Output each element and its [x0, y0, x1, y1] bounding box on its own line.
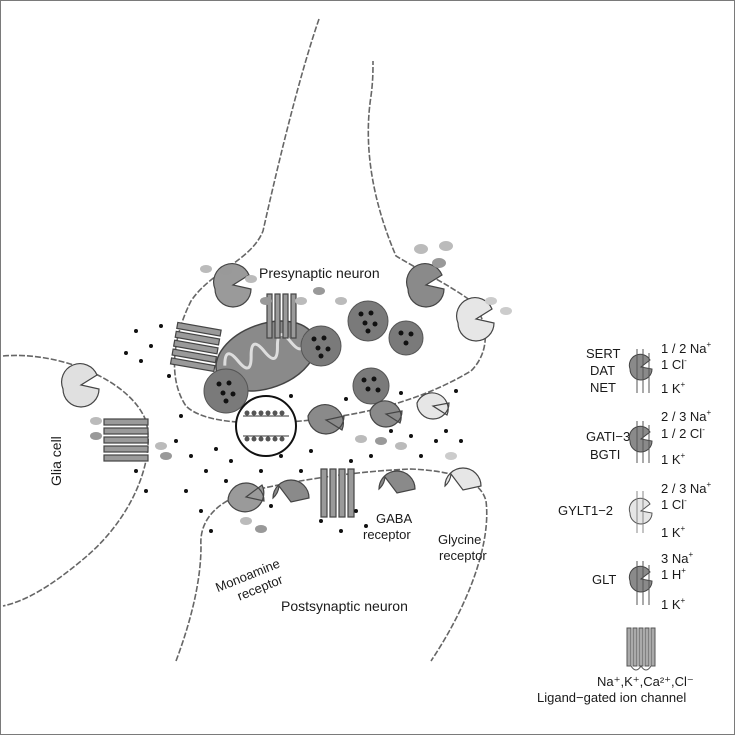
- svg-text:1 Cl-: 1 Cl-: [661, 496, 687, 512]
- legend-1-name-1: DAT: [590, 363, 615, 378]
- legend-1-ion-1: 1 Cl: [661, 357, 684, 372]
- svg-text:1 / 2 Cl-: 1 / 2 Cl-: [661, 425, 705, 441]
- legend-1-icon: [628, 353, 653, 381]
- legend-4-icon: [628, 565, 653, 593]
- legend-channel-ions: Na⁺,K⁺,Ca²⁺,Cl⁻: [597, 674, 694, 689]
- legend-channel: Na⁺,K⁺,Ca²⁺,Cl⁻ Ligand−gated ion channel: [537, 627, 694, 705]
- ion-channel-glia: [103, 418, 149, 462]
- label-glycine-2: receptor: [439, 548, 487, 563]
- ion-channel-presynaptic: [169, 293, 297, 373]
- cleft-dots: [124, 324, 463, 533]
- legend-2-ion-2: 1 K: [661, 452, 681, 467]
- legend-3-ion-0: 2 / 3 Na: [661, 481, 707, 496]
- legend-3-ion-2: 1 K: [661, 525, 681, 540]
- legend-1-name-2: NET: [590, 380, 616, 395]
- svg-text:3 Na+: 3 Na+: [661, 550, 693, 566]
- legend-3-name-0: GYLT1−2: [558, 503, 613, 518]
- legend-group-2: GATI−3 BGTI 2 / 3 Na+ 1 / 2 Cl- 1 K+: [586, 408, 712, 467]
- legend-group-3: GYLT1−2 2 / 3 Na+ 1 Cl- 1 K+: [558, 480, 712, 540]
- svg-text:1 K+: 1 K+: [661, 380, 686, 396]
- svg-text:1 K+: 1 K+: [661, 524, 686, 540]
- legend-4-ion-0: 3 Na: [661, 551, 689, 566]
- svg-text:2 / 3 Na+: 2 / 3 Na+: [661, 408, 712, 424]
- legend-group-4: GLT 3 Na+ 1 H+ 1 K+: [592, 550, 693, 612]
- vesicle-contents: [216, 310, 414, 404]
- svg-text:2 / 3 Na+: 2 / 3 Na+: [661, 480, 712, 496]
- legend-4-name-0: GLT: [592, 572, 616, 587]
- label-presynaptic: Presynaptic neuron: [259, 265, 380, 281]
- svg-text:1 K+: 1 K+: [661, 451, 686, 467]
- legend-4-ion-1: 1 H: [661, 567, 681, 582]
- legend-2-ion-0: 2 / 3 Na: [661, 409, 707, 424]
- label-glycine-1: Glycine: [438, 532, 481, 547]
- legend-2-name-0: GATI−3: [586, 429, 630, 444]
- legend-1-name-0: SERT: [586, 346, 620, 361]
- label-postsynaptic: Postsynaptic neuron: [281, 598, 408, 614]
- lipid-bilayer-inset: [235, 395, 297, 457]
- label-gaba-2: receptor: [363, 527, 411, 542]
- legend-2-icon: [628, 425, 653, 453]
- vesicles: [203, 300, 424, 414]
- legend-1-ion-0: 1 / 2 Na: [661, 341, 707, 356]
- transporters: [61, 263, 495, 513]
- legend-2-name-1: BGTI: [590, 447, 620, 462]
- ion-channel-postsynaptic: [320, 468, 355, 518]
- svg-text:1 H+: 1 H+: [661, 566, 686, 582]
- legend-3-ion-1: 1 Cl: [661, 497, 684, 512]
- svg-text:1 / 2 Na+: 1 / 2 Na+: [661, 340, 712, 356]
- legend-1-ion-2: 1 K: [661, 381, 681, 396]
- neurotransmitter-ovals: [90, 241, 512, 533]
- legend-channel-icon: [626, 627, 656, 671]
- legend-3-icon: [628, 497, 653, 525]
- legend-2-ion-1: 1 / 2 Cl: [661, 426, 702, 441]
- legend-channel-caption: Ligand−gated ion channel: [537, 690, 686, 705]
- label-glia: Glia cell: [48, 436, 64, 486]
- legend-4-ion-2: 1 K: [661, 597, 681, 612]
- svg-text:1 K+: 1 K+: [661, 596, 686, 612]
- legend-group-1: SERT DAT NET 1 / 2 Na+ 1 Cl- 1 K+: [586, 340, 712, 396]
- label-gaba-1: GABA: [376, 511, 412, 526]
- svg-text:1 Cl-: 1 Cl-: [661, 356, 687, 372]
